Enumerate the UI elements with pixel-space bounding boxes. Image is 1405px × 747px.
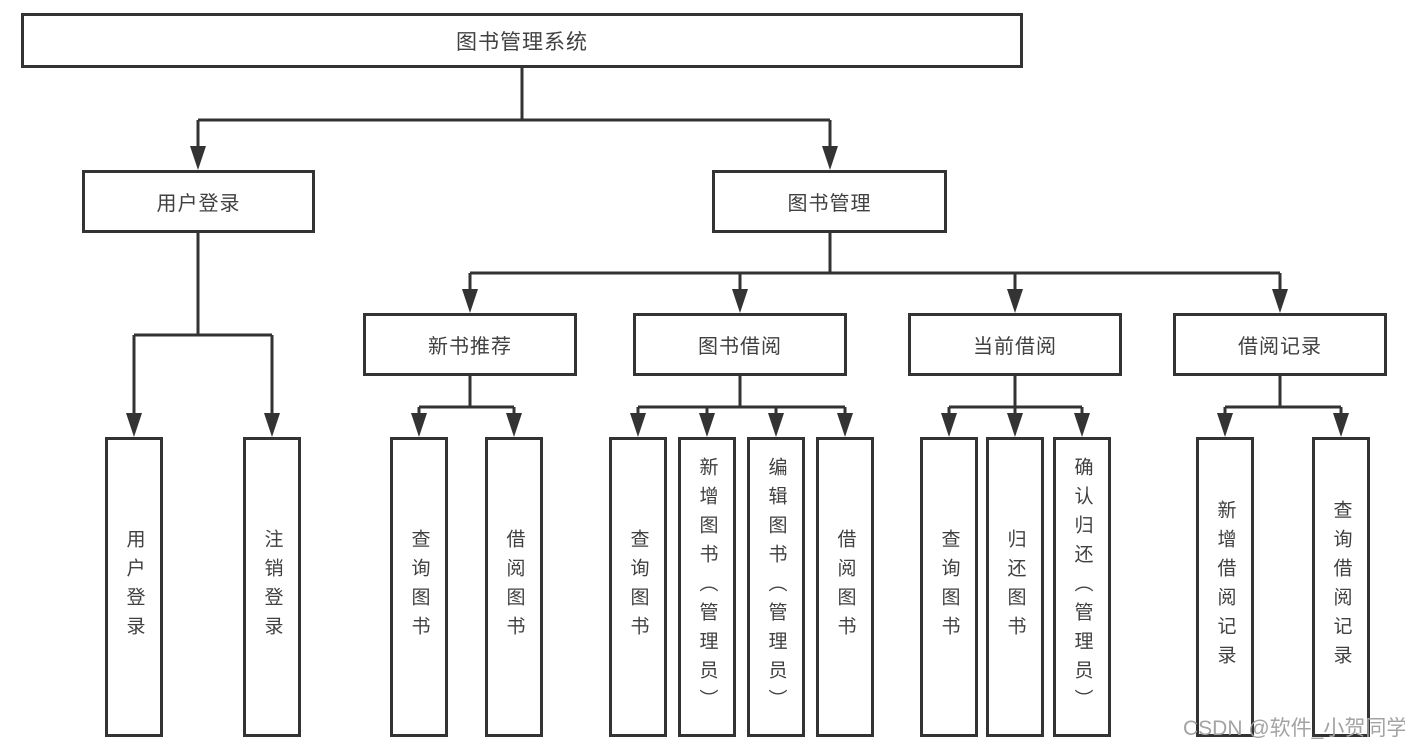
leaf-borrow-books-recommendation: 借阅图书: [485, 437, 543, 737]
leaf-label: 借阅图书: [503, 529, 525, 645]
leaf-label: 用户登录: [123, 529, 145, 645]
node-system-root: 图书管理系统: [21, 13, 1023, 68]
leaf-query-borrow-record: 查询借阅记录: [1312, 437, 1370, 737]
leaf-add-borrow-record: 新增借阅记录: [1196, 437, 1254, 737]
leaf-label: 新增图书（管理员）: [696, 456, 718, 718]
node-book-management: 图书管理: [712, 170, 947, 233]
node-new-book-recommendation: 新书推荐: [363, 313, 577, 376]
leaf-logout: 注销登录: [243, 437, 301, 737]
node-current-borrowing: 当前借阅: [908, 313, 1122, 376]
node-borrowing-records: 借阅记录: [1173, 313, 1387, 376]
leaf-label: 查询图书: [408, 529, 430, 645]
leaf-add-book-admin: 新增图书（管理员）: [678, 437, 736, 737]
leaf-label: 确认归还（管理员）: [1071, 456, 1093, 718]
leaf-query-books-current: 查询图书: [920, 437, 978, 737]
leaf-label: 编辑图书（管理员）: [765, 456, 787, 718]
leaf-label: 新增借阅记录: [1214, 500, 1236, 674]
leaf-confirm-return-admin: 确认归还（管理员）: [1053, 437, 1111, 737]
leaf-label: 查询借阅记录: [1330, 500, 1352, 674]
leaf-user-login: 用户登录: [105, 437, 163, 737]
leaf-label: 查询图书: [938, 529, 960, 645]
leaf-edit-book-admin: 编辑图书（管理员）: [747, 437, 805, 737]
leaf-query-books-borrowing: 查询图书: [609, 437, 667, 737]
leaf-return-books: 归还图书: [986, 437, 1044, 737]
node-user-login: 用户登录: [82, 170, 315, 233]
csdn-watermark: CSDN @软件_小贺同学: [1183, 717, 1405, 740]
node-book-borrowing: 图书借阅: [633, 313, 847, 376]
leaf-label: 归还图书: [1004, 529, 1026, 645]
leaf-label: 注销登录: [261, 529, 283, 645]
leaf-borrow-books-borrowing: 借阅图书: [816, 437, 874, 737]
leaf-label: 查询图书: [627, 529, 649, 645]
leaf-label: 借阅图书: [834, 529, 856, 645]
leaf-query-books-recommendation: 查询图书: [390, 437, 448, 737]
